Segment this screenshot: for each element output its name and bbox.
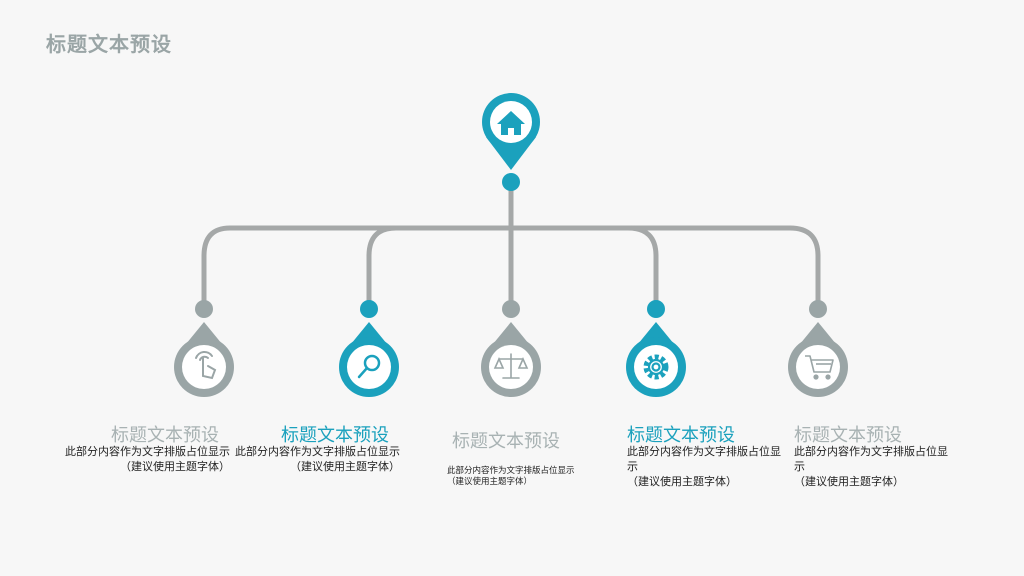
- item-desc-text-5: 此部分内容作为文字排版占位显示: [794, 445, 948, 473]
- item-title-3: 标题文本预设: [452, 431, 560, 452]
- connector-lines: [201, 182, 821, 310]
- balance-scale-icon: [493, 353, 529, 379]
- item-desc-1: 此部分内容作为文字排版占位显示 （建议使用主题字体）: [60, 444, 230, 474]
- node-dot-2: [360, 300, 378, 318]
- pin-1: [174, 322, 234, 397]
- item-note-4: （建议使用主题字体）: [627, 475, 737, 488]
- item-desc-text-3: 此部分内容作为文字排版占位显示: [447, 466, 575, 476]
- item-desc-4: 此部分内容作为文字排版占位显示 （建议使用主题字体）: [627, 444, 791, 489]
- item-desc-3: 此部分内容作为文字排版占位显示 （建议使用主题字体）: [447, 466, 587, 488]
- item-note-3: （建议使用主题字体）: [447, 477, 533, 487]
- item-note-5: （建议使用主题字体）: [794, 475, 904, 488]
- item-note-1: （建议使用主题字体）: [120, 460, 230, 473]
- item-title-1: 标题文本预设: [111, 425, 219, 446]
- item-desc-5: 此部分内容作为文字排版占位显示 （建议使用主题字体）: [794, 444, 958, 489]
- pin-5: [788, 322, 848, 397]
- item-desc-text-4: 此部分内容作为文字排版占位显示: [627, 445, 781, 473]
- item-title-5: 标题文本预设: [794, 425, 902, 446]
- root-dot: [502, 173, 520, 191]
- item-desc-text-2: 此部分内容作为文字排版占位显示: [235, 445, 400, 458]
- pin-3: [481, 322, 541, 397]
- node-dot-3: [502, 300, 520, 318]
- pin-2: [339, 322, 399, 397]
- inner-left-branch: [366, 225, 397, 308]
- item-desc-text-1: 此部分内容作为文字排版占位显示: [65, 445, 230, 458]
- node-dot-5: [809, 300, 827, 318]
- node-dot-4: [647, 300, 665, 318]
- magnifier-icon: [357, 354, 381, 379]
- root-pin: [482, 93, 540, 191]
- item-title-2: 标题文本预设: [281, 425, 389, 446]
- slide-title: 标题文本预设: [46, 32, 172, 56]
- right-branch: [230, 225, 821, 308]
- shopping-cart-icon: [805, 355, 834, 380]
- pin-4: [626, 322, 686, 397]
- left-branch: [201, 225, 231, 308]
- gear-icon: [643, 354, 669, 380]
- home-icon: [497, 111, 525, 135]
- item-desc-2: 此部分内容作为文字排版占位显示 （建议使用主题字体）: [230, 444, 400, 474]
- touch-hand-icon: [195, 351, 217, 380]
- node-dot-1: [195, 300, 213, 318]
- item-note-2: （建议使用主题字体）: [290, 460, 400, 473]
- item-title-4: 标题文本预设: [627, 425, 735, 446]
- inner-right-branch: [627, 225, 659, 308]
